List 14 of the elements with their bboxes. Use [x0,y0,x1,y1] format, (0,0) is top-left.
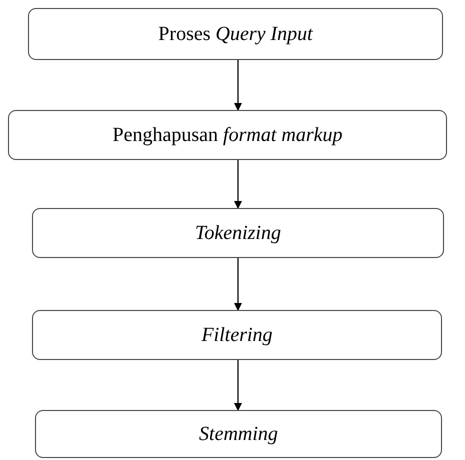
arrow [234,258,242,311]
arrow [234,160,242,209]
arrow [234,360,242,411]
step-label: Proses Query Input [158,22,313,46]
arrow [234,60,242,111]
step-label: Filtering [201,322,273,348]
step-label: Stemming [199,422,278,446]
process-box [8,110,447,160]
process-box [35,410,442,458]
process-box [32,208,444,258]
process-box [32,310,442,360]
step-label: Penghapusan format markup [112,122,342,148]
step-label: Tokenizing [195,220,281,246]
process-box [28,8,443,60]
